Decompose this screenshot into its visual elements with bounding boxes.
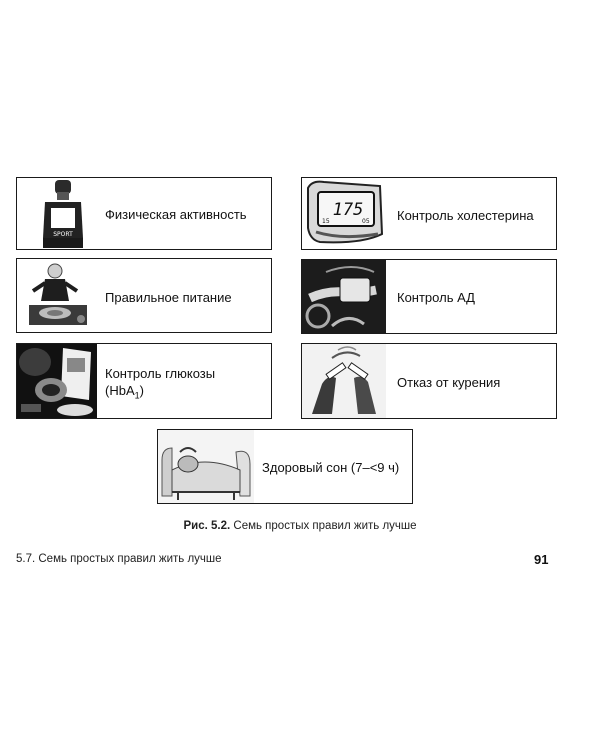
glucose-meter-icon bbox=[17, 344, 97, 418]
card-blood-pressure: Контроль АД bbox=[301, 259, 557, 334]
card-sleep: Здоровый сон (7–<9 ч) bbox=[157, 429, 413, 504]
caption-text: Семь простых правил жить лучше bbox=[230, 520, 417, 532]
athlete-icon: SPORT bbox=[17, 178, 101, 249]
broken-cigarette-icon bbox=[302, 344, 386, 418]
card-label-subscript: 1 bbox=[134, 390, 140, 401]
card-label-line2: (HbA bbox=[105, 383, 135, 398]
card-smoking: Отказ от курения bbox=[301, 343, 557, 419]
sleeping-person-icon bbox=[158, 430, 254, 503]
card-label: Отказ от курения bbox=[397, 375, 501, 390]
meter-main-value: 175 bbox=[333, 200, 364, 220]
card-label: Физическая активность bbox=[105, 207, 247, 222]
card-label-line1: Контроль глюкозы bbox=[105, 366, 216, 381]
page-number: 91 bbox=[534, 552, 549, 567]
shirt-text: SPORT bbox=[53, 231, 73, 238]
blood-pressure-cuff-icon bbox=[302, 260, 386, 333]
card-label: Правильное питание bbox=[105, 290, 232, 305]
meter-left-value: 15 bbox=[322, 218, 330, 225]
figure-caption: Рис. 5.2. Семь простых правил жить лучше bbox=[0, 520, 600, 532]
card-nutrition: Правильное питание bbox=[16, 258, 272, 333]
card-label: Контроль глюкозы (HbA1) bbox=[105, 365, 215, 405]
caption-prefix: Рис. 5.2. bbox=[183, 520, 231, 532]
running-footer-title: 5.7. Семь простых правил жить лучше bbox=[16, 553, 222, 565]
card-label: Контроль холестерина bbox=[397, 208, 534, 223]
card-label: Здоровый сон (7–<9 ч) bbox=[262, 460, 400, 475]
meter-right-value: 05 bbox=[362, 218, 370, 225]
card-glucose: Контроль глюкозы (HbA1) bbox=[16, 343, 272, 419]
meal-icon bbox=[17, 259, 101, 332]
meter-display-icon: 175 15 05 bbox=[302, 178, 386, 249]
card-physical-activity: SPORT Физическая активность bbox=[16, 177, 272, 250]
card-cholesterol: 175 15 05 Контроль холестерина bbox=[301, 177, 557, 250]
card-label-close: ) bbox=[139, 383, 144, 398]
card-label: Контроль АД bbox=[397, 290, 475, 305]
